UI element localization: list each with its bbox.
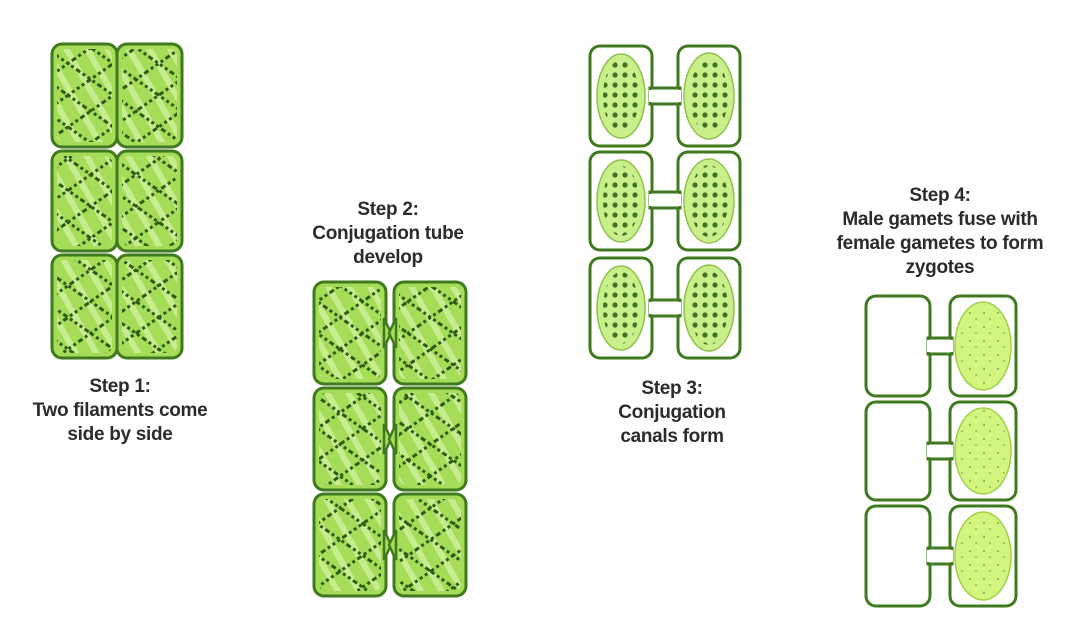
step2-left-filament bbox=[312, 280, 388, 598]
step4-filaments bbox=[864, 294, 1018, 608]
step2-right-filament bbox=[392, 280, 468, 598]
step4-title: Step 4: bbox=[909, 185, 971, 206]
step3-line1: Conjugation bbox=[618, 402, 726, 423]
step3-left-filament bbox=[588, 44, 654, 360]
step3-title: Step 3: bbox=[641, 378, 703, 399]
step4-line1: Male gamets fuse with bbox=[842, 209, 1038, 230]
step4-caption: Step 4: Male gamets fuse with female gam… bbox=[810, 184, 1070, 280]
step3-caption: Step 3: Conjugation canals form bbox=[552, 377, 792, 449]
step4-line2: female gametes to form bbox=[836, 233, 1044, 254]
step2-line2: develop bbox=[353, 247, 423, 268]
step1-title: Step 1: bbox=[89, 376, 151, 397]
step3-right-filament bbox=[676, 44, 742, 360]
step1-caption: Step 1: Two filaments come side by side bbox=[0, 375, 240, 447]
step1-line1: Two filaments come bbox=[32, 400, 208, 421]
step1-right-filament bbox=[115, 42, 184, 360]
step1-left-filament bbox=[50, 42, 119, 360]
step2-line1: Conjugation tube bbox=[312, 223, 464, 244]
step4-line3: zygotes bbox=[905, 257, 975, 278]
step2-tube-bulges bbox=[382, 317, 398, 561]
step2-title: Step 2: bbox=[357, 199, 419, 220]
step2-caption: Step 2: Conjugation tube develop bbox=[268, 198, 508, 270]
step1-filaments bbox=[50, 42, 184, 360]
step4-right-filament bbox=[948, 294, 1018, 608]
step2-filaments bbox=[312, 280, 468, 598]
step3-filaments bbox=[588, 44, 742, 360]
step4-left-filament-empty bbox=[864, 294, 932, 608]
step3-line2: canals form bbox=[620, 426, 724, 447]
step1-line2: side by side bbox=[67, 424, 173, 445]
